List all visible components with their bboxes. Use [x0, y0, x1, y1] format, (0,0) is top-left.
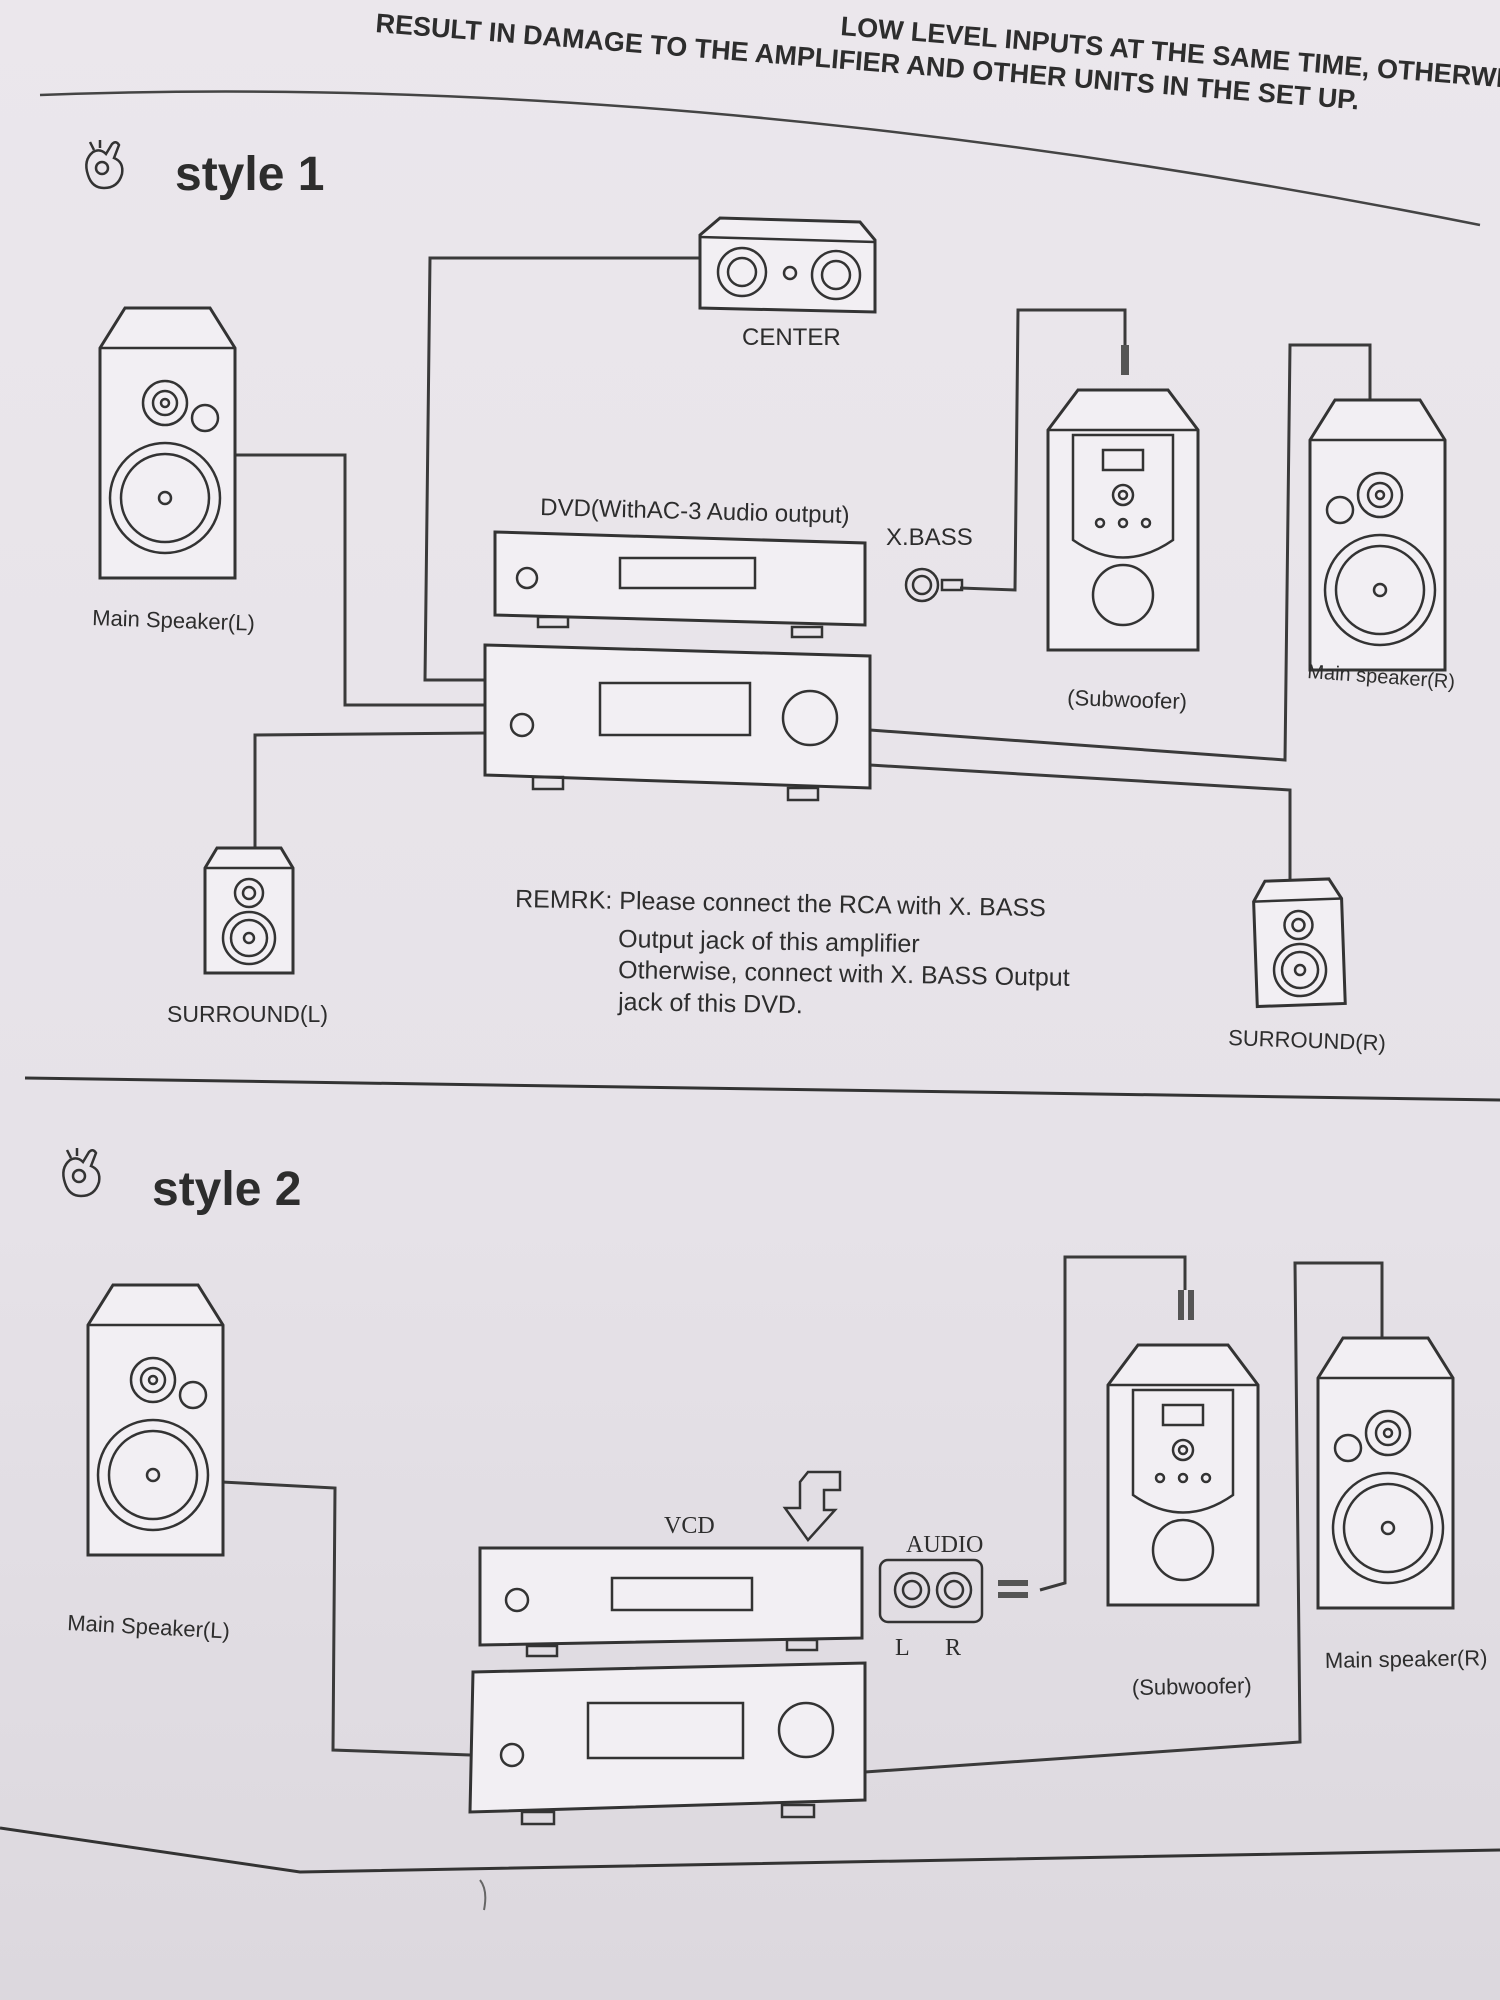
- subwoofer-2: [1106, 1343, 1260, 1607]
- subwoofer-1: [1046, 388, 1200, 652]
- audio-jacks: [878, 1558, 984, 1624]
- vcd-label: VCD: [664, 1513, 715, 1539]
- hand-ok-icon: [85, 138, 124, 190]
- cable-surround-left: [253, 731, 486, 850]
- dvd-player: [493, 530, 867, 639]
- header-divider: [39, 90, 1481, 227]
- xbass-label: X.BASS: [886, 524, 973, 551]
- surround-left-speaker: [203, 846, 295, 975]
- rca-plug-pair: [998, 1290, 1194, 1598]
- remark-line-4: jack of this DVD.: [617, 988, 803, 1019]
- style1-title: style 1: [175, 148, 324, 201]
- main-left2-label: Main Speaker(L): [67, 1610, 231, 1643]
- subwoofer2-label: (Subwoofer): [1132, 1673, 1252, 1700]
- main-left-label: Main Speaker(L): [92, 605, 255, 636]
- hand-ok-icon: [62, 1146, 101, 1198]
- style2-title: style 2: [152, 1163, 301, 1216]
- xbass-jack: [904, 567, 964, 603]
- paper-crease: [479, 1879, 487, 1911]
- vcd-player: [478, 1546, 864, 1658]
- style1-section: style 1 CENTER Main Speaker(L): [24, 138, 1500, 1102]
- center-speaker: [698, 216, 877, 314]
- dvd-label: DVD(WithAC-3 Audio output): [540, 494, 850, 529]
- subwoofer1-label: (Subwoofer): [1067, 685, 1188, 714]
- cable-center: [423, 256, 700, 682]
- amplifier: [483, 643, 872, 802]
- audio-label: AUDIO: [906, 1532, 983, 1558]
- arrow-down-icon: [782, 1470, 842, 1542]
- main-right2-label: Main speaker(R): [1325, 1645, 1488, 1673]
- surround-left-label: SURROUND(L): [167, 1001, 328, 1027]
- main-speaker-right-2: [1316, 1336, 1455, 1610]
- page-edge: [0, 1826, 1500, 1874]
- main-speaker-left-2: [86, 1283, 225, 1557]
- remark-line-1: REMRK: Please connect the RCA with X. BA…: [515, 885, 1046, 922]
- main-speaker-left: [98, 306, 237, 580]
- audio-l-label: L: [895, 1635, 910, 1661]
- section-divider: [24, 1076, 1500, 1102]
- cable-main-right-2: [864, 1261, 1384, 1774]
- cable-xbass: [959, 308, 1127, 592]
- cable-main-left-2: [221, 1480, 471, 1757]
- rca-plug-sub: [1121, 345, 1129, 375]
- cable-main-left: [232, 453, 485, 707]
- cable-main-right: [869, 343, 1372, 762]
- remark-block: REMRK: Please connect the RCA with X. BA…: [515, 885, 1070, 1019]
- surround-right-label: SURROUND(R): [1228, 1025, 1386, 1055]
- cable-surround-right: [869, 763, 1292, 880]
- amplifier-2: [468, 1661, 867, 1826]
- audio-r-label: R: [945, 1635, 961, 1661]
- main-speaker-right: [1308, 398, 1447, 672]
- center-label: CENTER: [742, 324, 841, 351]
- remark-line-3: Otherwise, connect with X. BASS Output: [618, 956, 1070, 992]
- remark-line-2: Output jack of this amplifier: [618, 925, 920, 958]
- cable-audio-sub: [1039, 1255, 1187, 1592]
- surround-right-speaker: [1251, 877, 1347, 1009]
